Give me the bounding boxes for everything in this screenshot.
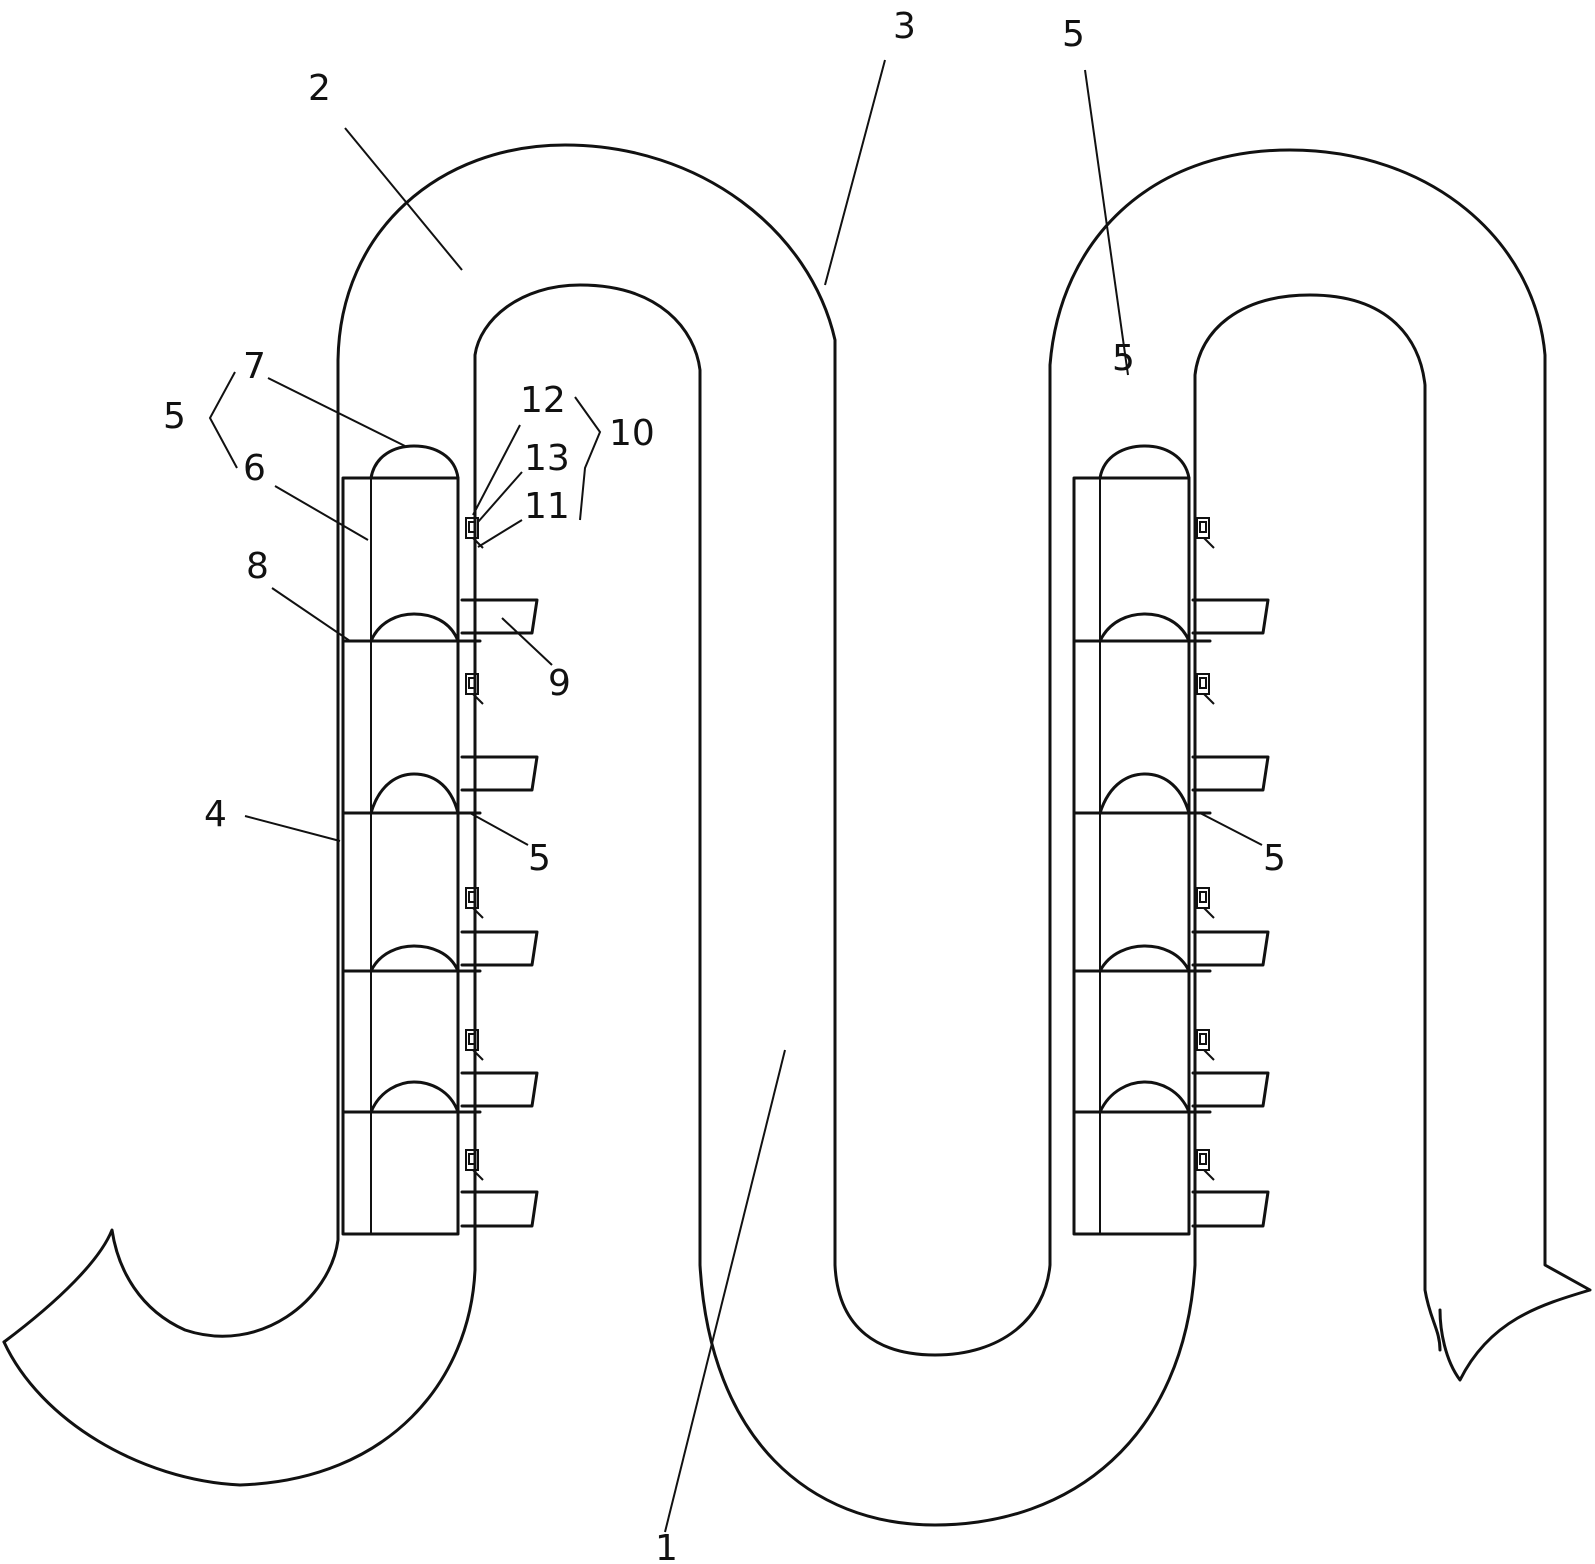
- right-column-assembly: [1072, 444, 1270, 1236]
- left-side-plate-4: [460, 1071, 539, 1108]
- left-outer-frame: [341, 476, 460, 1236]
- bracket-5: [208, 371, 238, 469]
- left-side-plate-1: [460, 598, 539, 635]
- serpentine-channel-outer: [2, 143, 1592, 1382]
- right-baffle-1: [1072, 612, 1212, 643]
- leader-12: [472, 424, 521, 516]
- left-clip-2: [465, 673, 484, 705]
- leader-1: [664, 1049, 786, 1533]
- right-clip-1: [1196, 517, 1215, 549]
- right-clips: [1196, 517, 1215, 1181]
- right-dome-cap: [1098, 444, 1191, 480]
- label-3: 3: [893, 6, 916, 47]
- label-5-right-channel: 5: [1112, 338, 1135, 379]
- label-5-left-mid: 5: [528, 838, 551, 879]
- serpentine-channel-inner: [2, 283, 1442, 1527]
- left-dome-cap: [369, 444, 460, 480]
- label-5-bracket: 5: [163, 396, 186, 437]
- label-10: 10: [609, 413, 655, 454]
- leader-2: [344, 127, 463, 271]
- right-side-plate-1: [1191, 598, 1270, 635]
- right-side-plates: [1191, 598, 1270, 1228]
- label-11: 11: [524, 486, 570, 527]
- left-baffle-1: [341, 612, 482, 643]
- leader-9: [501, 617, 553, 666]
- left-clip-4: [465, 1029, 484, 1061]
- label-5-right-mid: 5: [1263, 838, 1286, 879]
- right-outer-frame: [1072, 476, 1191, 1236]
- label-4: 4: [204, 794, 227, 835]
- leader-11: [477, 519, 523, 548]
- left-side-plate-5: [460, 1190, 539, 1228]
- label-2: 2: [308, 68, 331, 109]
- left-side-plate-2: [460, 755, 539, 792]
- leader-8: [271, 587, 351, 642]
- leader-lines: [208, 59, 1263, 1533]
- right-clip-3: [1196, 887, 1215, 919]
- right-side-plate-3: [1191, 930, 1270, 967]
- left-clips: [465, 517, 484, 1181]
- left-clip-1: [465, 517, 484, 549]
- label-1: 1: [655, 1528, 678, 1564]
- leader-7: [267, 377, 406, 447]
- label-5-top-right: 5: [1062, 14, 1085, 55]
- left-baffle-4: [341, 1080, 482, 1114]
- left-baffle-2: [341, 772, 482, 815]
- leader-13: [477, 471, 523, 523]
- right-baffle-4: [1072, 1080, 1212, 1114]
- leader-5-top-right: [1084, 69, 1129, 376]
- right-side-plate-4: [1191, 1071, 1270, 1108]
- leader-6: [274, 485, 369, 541]
- left-baffle-3: [341, 944, 482, 973]
- right-baffle-2: [1072, 772, 1212, 815]
- label-13: 13: [524, 438, 570, 479]
- right-clip-4: [1196, 1029, 1215, 1061]
- label-9: 9: [548, 663, 571, 704]
- left-clip-5: [465, 1149, 484, 1181]
- right-clip-2: [1196, 673, 1215, 705]
- right-baffle-3: [1072, 944, 1212, 973]
- label-8: 8: [246, 546, 269, 587]
- right-side-plate-5: [1191, 1190, 1270, 1228]
- leader-5-left-mid: [469, 812, 529, 846]
- leader-3: [824, 59, 886, 286]
- bracket-10: [574, 396, 602, 521]
- label-6: 6: [243, 448, 266, 489]
- label-12: 12: [520, 380, 566, 421]
- leader-5-right-mid: [1199, 812, 1263, 846]
- label-7: 7: [243, 346, 266, 387]
- left-column-assembly: [341, 444, 539, 1236]
- labels: 2 3 5 5 5 7 6 8 12 10 13 11 9 4 5 5 1: [163, 6, 1286, 1564]
- right-side-plate-2: [1191, 755, 1270, 792]
- leader-4: [244, 815, 341, 842]
- left-clip-3: [465, 887, 484, 919]
- left-side-plate-3: [460, 930, 539, 967]
- right-clip-5: [1196, 1149, 1215, 1181]
- left-side-plates: [460, 598, 539, 1228]
